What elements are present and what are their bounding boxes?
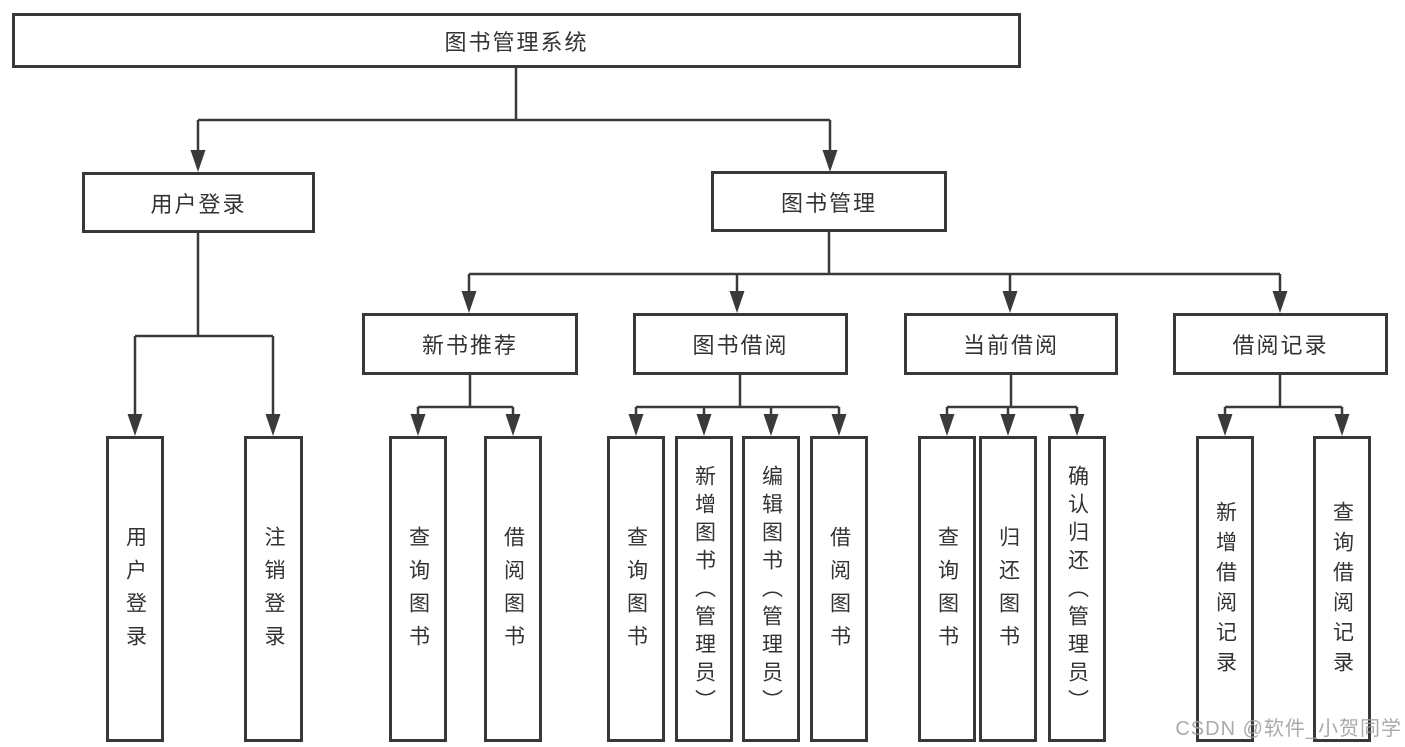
csdn-watermark: CSDN @软件_小贺同学 <box>1175 718 1402 740</box>
leaf-edit-books-admin-label: 编辑图书（管理员） <box>759 464 783 717</box>
node-book-borrow: 图书借阅 <box>633 313 848 375</box>
leaf-query-borrow-record-label: 查询借阅记录 <box>1330 501 1354 681</box>
leaf-add-books-admin: 新增图书（管理员） <box>675 436 733 742</box>
leaf-logout-label: 注销登录 <box>262 526 285 658</box>
leaf-confirm-return-admin-label: 确认归还（管理员） <box>1065 464 1089 717</box>
leaf-confirm-return-admin: 确认归还（管理员） <box>1048 436 1106 742</box>
node-book-management-label: 图书管理 <box>780 190 877 216</box>
leaf-user-login: 用户登录 <box>106 436 164 742</box>
leaf-borrow-books: 借阅图书 <box>810 436 868 742</box>
leaf-return-books-label: 归还图书 <box>996 526 1020 658</box>
node-new-book-recommend: 新书推荐 <box>362 313 578 375</box>
leaf-return-books: 归还图书 <box>979 436 1037 742</box>
leaf-query-books-borrow-label: 查询图书 <box>624 526 648 658</box>
leaf-query-books-borrow: 查询图书 <box>607 436 665 742</box>
leaf-edit-books-admin: 编辑图书（管理员） <box>742 436 800 742</box>
leaf-borrow-books-label: 借阅图书 <box>827 526 851 658</box>
node-root-system: 图书管理系统 <box>12 13 1021 68</box>
node-current-borrow: 当前借阅 <box>904 313 1118 375</box>
leaf-query-borrow-record: 查询借阅记录 <box>1313 436 1371 742</box>
leaf-add-books-admin-label: 新增图书（管理员） <box>692 464 716 717</box>
leaf-borrow-books-recommend: 借阅图书 <box>484 436 542 742</box>
leaf-query-books-recommend-label: 查询图书 <box>406 526 430 658</box>
leaf-logout: 注销登录 <box>244 436 303 742</box>
leaf-query-books-recommend: 查询图书 <box>389 436 447 742</box>
node-borrow-records-label: 借阅记录 <box>1232 333 1329 358</box>
leaf-user-login-label: 用户登录 <box>123 526 147 658</box>
leaf-borrow-books-recommend-label: 借阅图书 <box>501 526 525 658</box>
node-new-book-recommend-label: 新书推荐 <box>421 333 518 358</box>
leaf-query-books-current-label: 查询图书 <box>935 526 959 658</box>
leaf-add-borrow-record: 新增借阅记录 <box>1196 436 1254 742</box>
node-user-login-label: 用户登录 <box>150 191 247 217</box>
node-book-borrow-label: 图书借阅 <box>692 333 789 358</box>
node-current-borrow-label: 当前借阅 <box>962 333 1059 358</box>
node-book-management: 图书管理 <box>711 171 947 232</box>
node-root-label: 图书管理系统 <box>444 29 589 55</box>
leaf-query-books-current: 查询图书 <box>918 436 976 742</box>
node-user-login: 用户登录 <box>82 172 315 233</box>
node-borrow-records: 借阅记录 <box>1173 313 1388 375</box>
leaf-add-borrow-record-label: 新增借阅记录 <box>1213 501 1237 681</box>
